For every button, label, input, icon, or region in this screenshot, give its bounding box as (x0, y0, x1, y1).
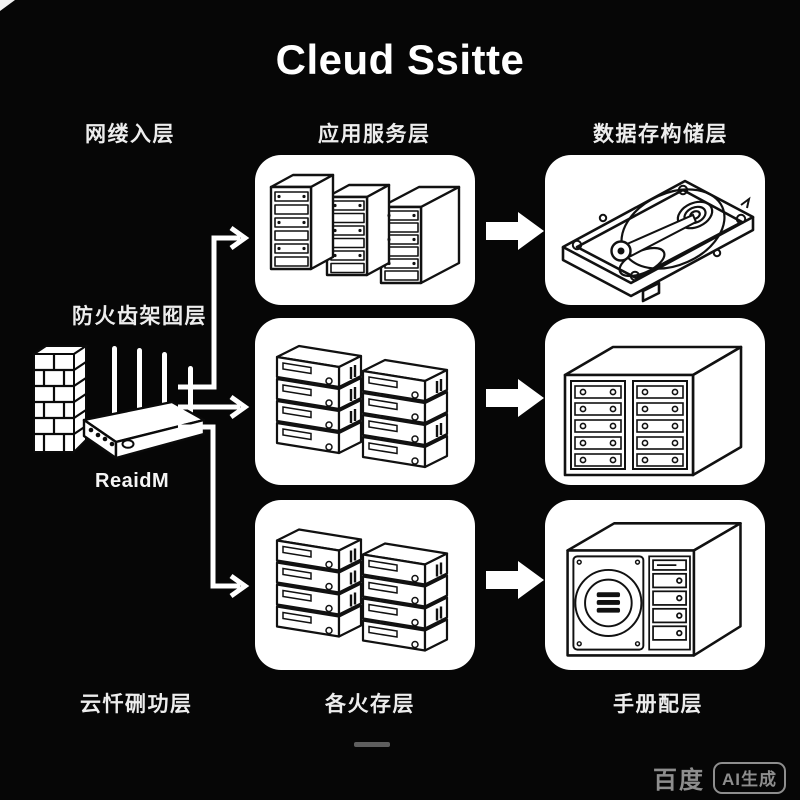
rack-server-stack-icon (275, 528, 449, 652)
panel-fan-chassis (545, 500, 765, 670)
watermark: 百度 AI生成 (653, 760, 786, 795)
watermark-badge: AI生成 (713, 761, 786, 794)
label-cloud-compute-layer: 云忏硎功层 (80, 693, 193, 716)
block-arrow-icon (486, 561, 544, 599)
panel-drive-cabinet (545, 318, 765, 485)
label-firewall-layer: 防火齿架囮层 (72, 305, 207, 328)
drive-cabinet-icon (563, 345, 743, 477)
server-tower-group-icon (269, 173, 461, 285)
page-title: Cleud Ssitte (275, 36, 525, 83)
panel-cache-servers-1 (255, 318, 475, 485)
hard-disk-drive-icon (561, 179, 755, 303)
block-arrow-icon (486, 212, 544, 250)
wifi-router-icon (82, 346, 206, 460)
block-arrow-icon (486, 379, 544, 417)
firewall-brick-tower-icon (30, 344, 90, 455)
label-app-service-layer: 应用服务层 (318, 123, 431, 146)
label-router-device: ReaidM (95, 470, 170, 492)
panel-hdd (545, 155, 765, 305)
fan-chassis-icon (566, 522, 742, 657)
firewall-router-scene (30, 344, 206, 460)
rack-server-stack-icon (275, 344, 449, 469)
label-manual-config-layer: 手册配层 (613, 693, 703, 716)
panel-cache-servers-2 (255, 500, 475, 670)
label-data-storage-layer: 数据存构储层 (593, 123, 728, 146)
label-network-access-layer: 网缕入层 (85, 123, 175, 146)
bottom-dash (354, 742, 390, 747)
panel-app-servers (255, 155, 475, 305)
corner-artifact (0, 0, 15, 11)
label-cache-layer: 各火存层 (325, 693, 415, 716)
watermark-brand: 百度 (653, 767, 705, 794)
